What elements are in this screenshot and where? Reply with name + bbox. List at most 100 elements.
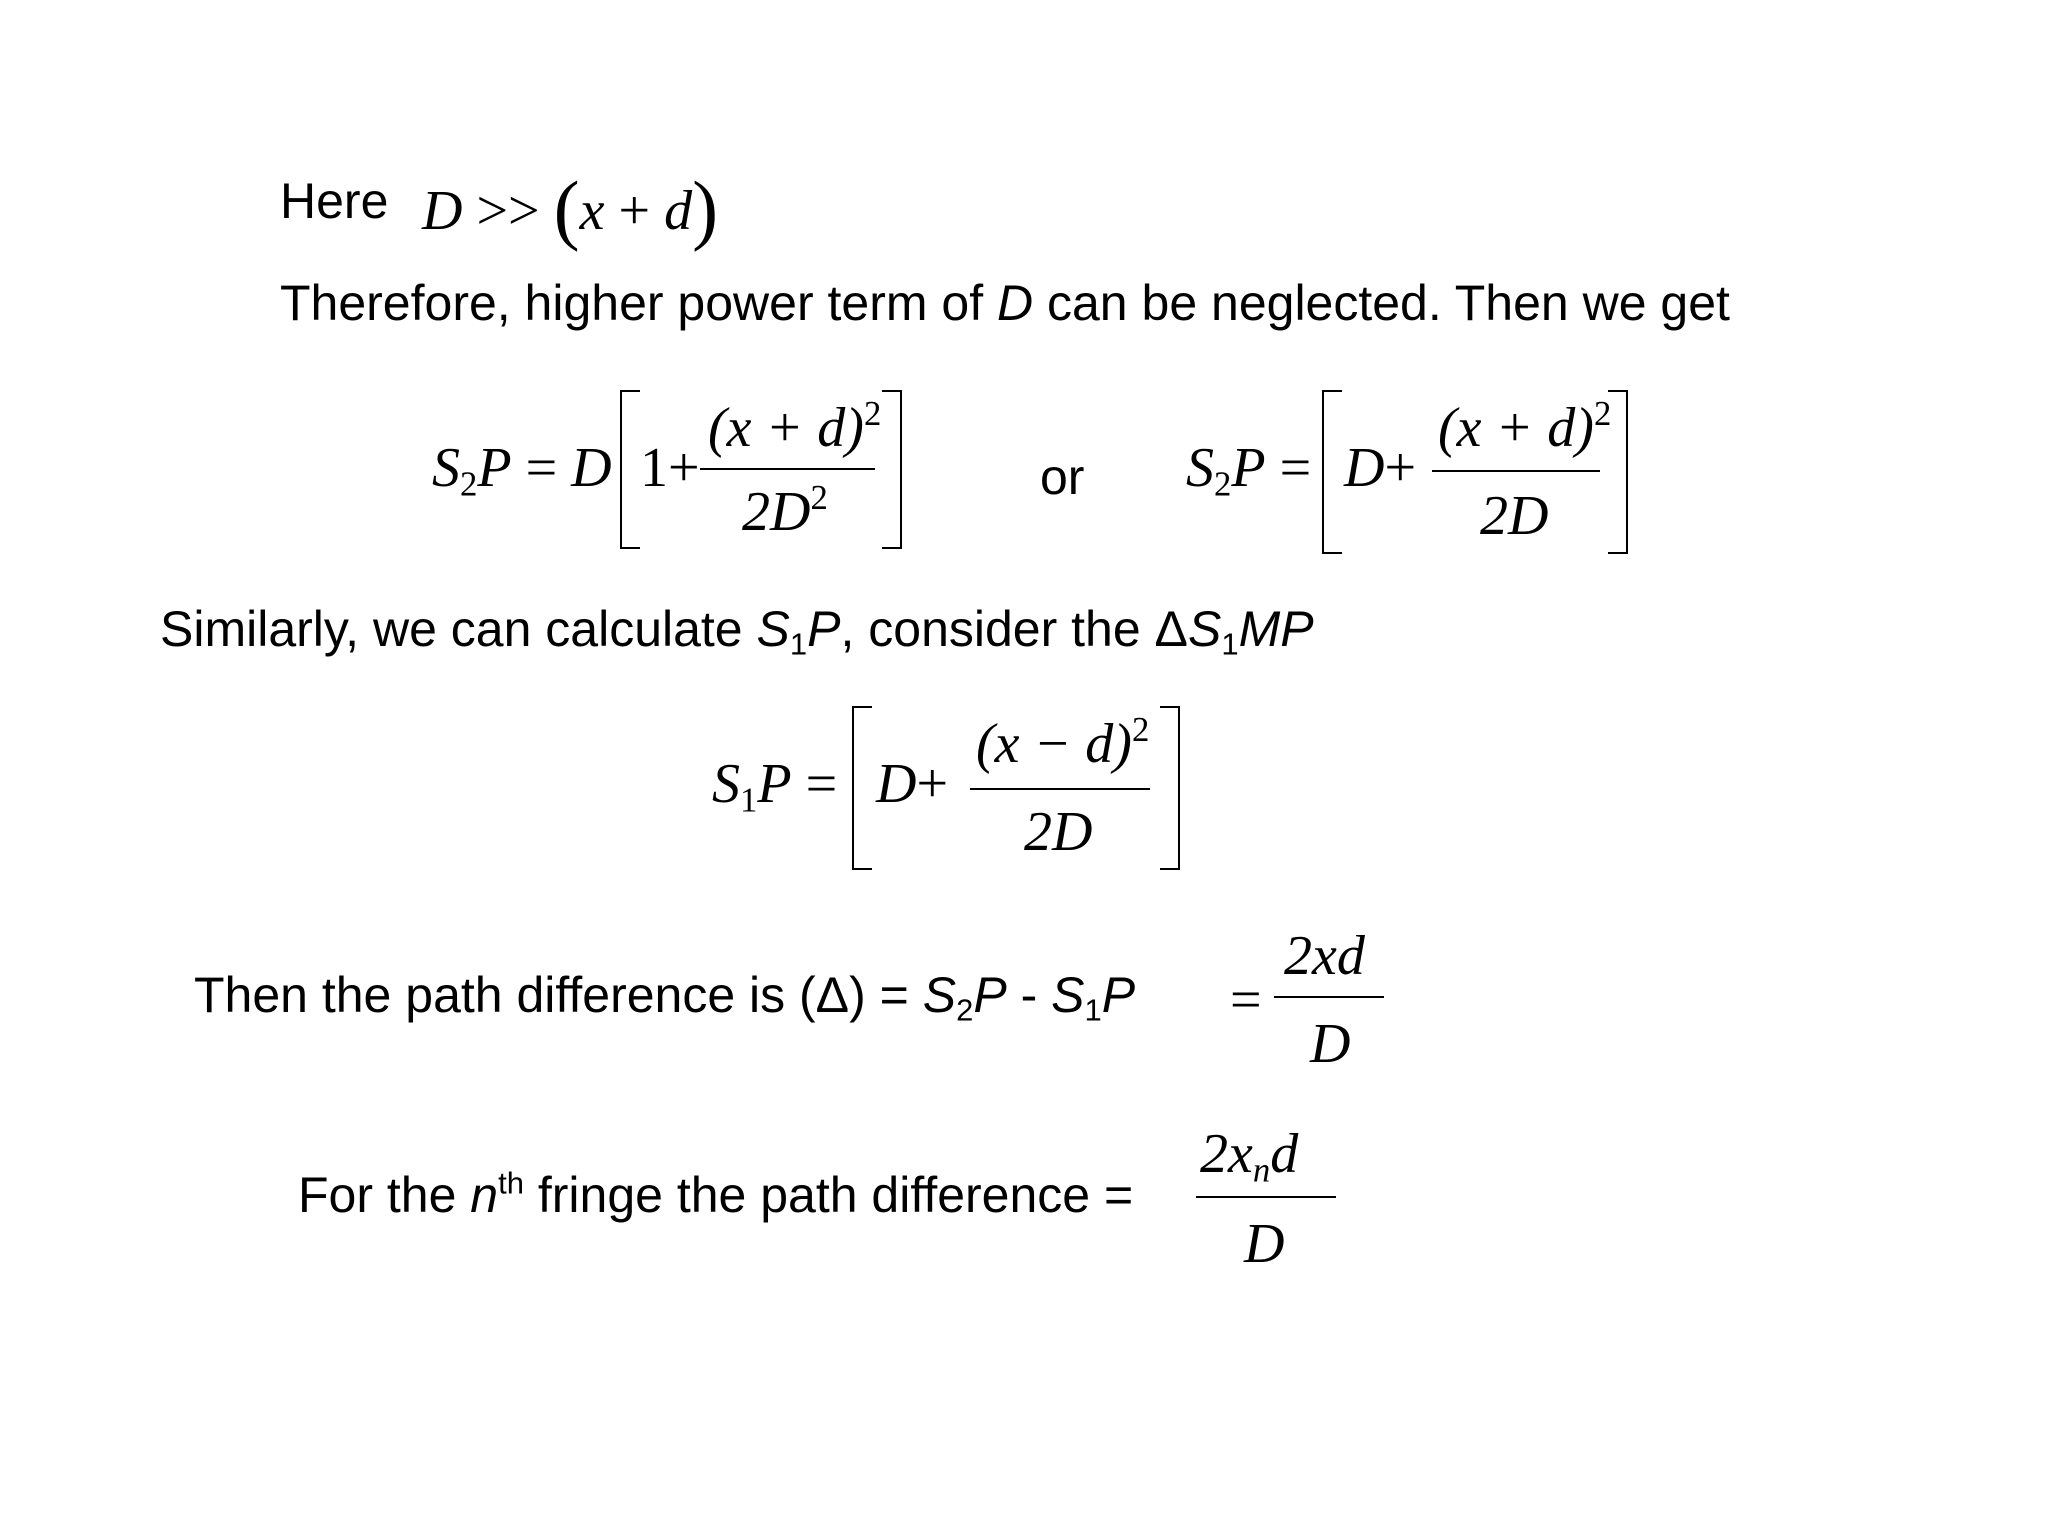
line4-sub1: 1 [1084,992,1102,1028]
eq4-equals: = [1230,969,1262,1031]
eq2-num-sup: 2 [1593,394,1612,434]
eq2-P: P [1231,437,1266,499]
line4-S: S [922,967,957,1023]
symbol-D: D [422,180,463,242]
symbol-d: d [664,180,693,242]
or-label: or [1040,449,1085,505]
eq2-plus: + [1384,437,1417,499]
eq2-denominator: 2D [1480,488,1548,544]
eq1-one-plus: 1+ [640,440,700,496]
eq1-left-bracket [620,390,640,549]
similarly-statement: Similarly, we can calculate S1P, conside… [160,601,1314,660]
eq1-S: S [432,437,460,499]
here-label: Here [280,173,389,229]
eq2-D-plus: D+ [1344,440,1416,496]
eq2-sub: 2 [1214,464,1232,504]
eq3-D: D [876,753,917,815]
eq2-fraction-bar [1432,470,1600,472]
eq3-D-plus: D+ [876,756,948,812]
eq5-denominator: D [1244,1216,1284,1272]
neglect-text-post: can be neglected. Then we get [1033,275,1730,331]
eq3-num: (x − d) [976,713,1132,775]
eq3-P: P [757,753,792,815]
line4-P2: P [1101,967,1136,1023]
line3-sub2: 1 [1221,626,1239,662]
eq1-plus: + [668,437,700,499]
eq2-numerator: (x + d)2 [1438,396,1611,459]
eq5-fraction-bar [1196,1196,1336,1198]
eq3-den: 2D [1024,801,1093,863]
line4-minus: - [1006,967,1052,1023]
eq2-left-bracket [1322,390,1342,554]
eq3-num-sup: 2 [1131,710,1150,750]
eq3-right-bracket [1160,706,1180,870]
eq3-plus: + [916,753,949,815]
line3-sub1: 1 [789,626,808,662]
symbol-D-inline: D [997,275,1034,331]
eq1-num-sup: 2 [863,394,882,434]
line4-sub2: 2 [956,992,974,1028]
line4-S2: S [1051,967,1085,1023]
eq3-S: S [712,753,740,815]
eq2-den: 2D [1480,485,1549,547]
eq5-den: D [1244,1213,1285,1275]
line4-P: P [973,967,1007,1023]
eq1-den: 2D [742,481,811,543]
eq5-numerator: 2xnd [1200,1123,1299,1188]
eq1-equals: = [525,437,558,499]
dominance-condition: D >> (x + d) [422,170,718,248]
symbol-x: x [579,180,605,242]
similarly-pre: Similarly, we can calculate [160,601,757,657]
eq3-left-bracket [852,706,872,870]
right-paren: ) [692,165,719,252]
fringe-th: th [498,1165,524,1201]
left-paren: ( [553,165,580,252]
eq2-num: (x + d) [1438,397,1594,459]
neglect-text-pre: Therefore, higher power term of [280,275,997,331]
eq1-fraction-bar [700,468,875,470]
eq2-equals: = [1279,437,1312,499]
eq1-numerator: (x + d)2 [708,396,881,459]
eq4-num: 2xd [1284,925,1365,987]
much-greater-sign: >> [476,180,540,242]
eq1-num: (x + d) [708,397,864,459]
eq3-lhs: S1P = [712,753,838,818]
eq5-num-sub: n [1252,1150,1271,1190]
line3-S: S [756,601,790,657]
eq2-right-bracket [1608,390,1628,554]
eq2-lhs: S2P = [1186,437,1312,502]
eq4-den: D [1310,1013,1351,1075]
fringe-n: n [470,1167,499,1223]
eq4-denominator: D [1310,1016,1350,1072]
line3-S2: S [1187,601,1222,657]
eq1-D: D [571,437,612,499]
eq1-lhs: S2P = D [432,437,612,502]
nth-fringe-statement: For the nth fringe the path difference = [298,1167,1134,1223]
eq1-P: P [477,437,512,499]
eq4-fraction-bar [1274,996,1384,998]
eq3-denominator: 2D [1024,804,1092,860]
eq1-denominator: 2D2 [742,480,828,543]
fringe-post: fringe the path difference = [523,1167,1134,1223]
line3-MP: MP [1238,601,1314,657]
triangle-symbol: Δ [1154,601,1188,657]
eq3-equals: = [805,753,838,815]
eq3-sub: 1 [740,780,758,820]
path-difference-statement: Then the path difference is (Δ) = S2P - … [194,967,1136,1026]
eq3-numerator: (x − d)2 [976,712,1149,775]
eq1-right-bracket [882,390,902,549]
similarly-mid: , consider the [840,601,1155,657]
eq1-one: 1 [640,437,668,499]
eq5-num-pre: 2x [1200,1123,1253,1185]
line3-P: P [807,601,841,657]
neglect-statement: Therefore, higher power term of D can be… [280,278,1730,328]
eq3-fraction-bar [970,788,1150,790]
eq1-den-sup: 2 [810,478,828,518]
eq2-S: S [1186,437,1214,499]
eq4-numerator: 2xd [1284,928,1365,984]
path-diff-pre: Then the path difference is (Δ) = [194,967,923,1023]
eq1-sub: 2 [460,464,478,504]
eq5-num-post: d [1270,1123,1299,1185]
plus-sign: + [618,180,651,242]
